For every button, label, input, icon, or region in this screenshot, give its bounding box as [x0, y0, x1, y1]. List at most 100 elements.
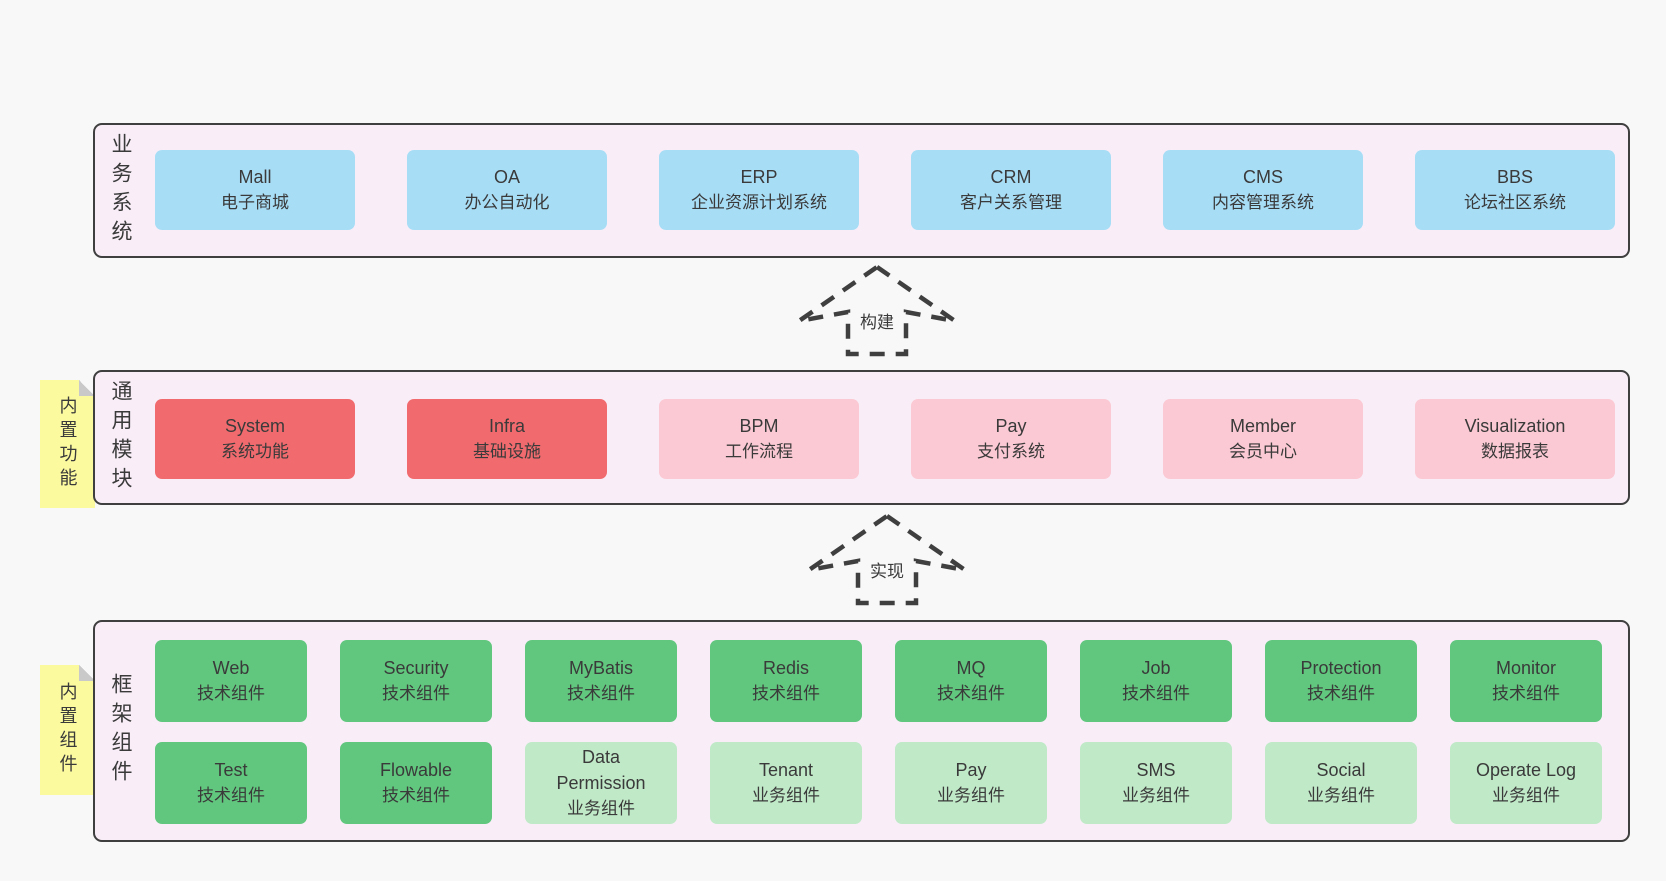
- node-mq: MQ 技术组件: [895, 640, 1047, 722]
- node-test: Test 技术组件: [155, 742, 307, 824]
- node-subtitle: 论坛社区系统: [1464, 193, 1566, 212]
- node-title: BBS: [1496, 167, 1534, 187]
- node-erp: ERP 企业资源计划系统: [659, 150, 859, 230]
- node-subtitle: 业务组件: [752, 786, 820, 805]
- framework-components-label: 框架组件: [109, 673, 132, 789]
- node-title: Member: [1229, 416, 1296, 436]
- node-title: Pay: [995, 416, 1027, 436]
- node-title: Security: [383, 658, 449, 678]
- node-monitor: Monitor 技术组件: [1450, 640, 1602, 722]
- node-data-permission: Data Permission 业务组件: [525, 742, 677, 824]
- up-arrow-icon: [807, 513, 967, 606]
- node-title: Job: [1141, 658, 1171, 678]
- node-subtitle: 办公自动化: [464, 193, 550, 212]
- node-title: Infra: [488, 416, 526, 436]
- framework-components-container: 框架组件 Web 技术组件 Security 技术组件 MyBatis 技术组件…: [93, 620, 1630, 842]
- framework-components-row-2: Test 技术组件 Flowable 技术组件 Data Permission …: [155, 742, 1602, 824]
- node-sms: SMS 业务组件: [1080, 742, 1232, 824]
- framework-components-row-1: Web 技术组件 Security 技术组件 MyBatis 技术组件 Redi…: [155, 640, 1602, 722]
- node-subtitle: 支付系统: [977, 442, 1045, 461]
- node-title: Test: [214, 760, 248, 780]
- implement-arrow: 实现: [802, 512, 972, 607]
- node-infra: Infra 基础设施: [407, 399, 607, 479]
- up-arrow-icon: [797, 264, 957, 357]
- node-mybatis: MyBatis 技术组件: [525, 640, 677, 722]
- node-web: Web 技术组件: [155, 640, 307, 722]
- node-system: System 系统功能: [155, 399, 355, 479]
- node-title: CRM: [990, 167, 1032, 187]
- business-systems-container: 业务系统 Mall 电子商城 OA 办公自动化 ERP 企业资源计划系统 CRM…: [93, 123, 1630, 258]
- common-modules-label: 通用模块: [109, 379, 132, 496]
- node-subtitle: 技术组件: [382, 786, 450, 805]
- node-subtitle: 技术组件: [937, 684, 1005, 703]
- common-modules-row: System 系统功能 Infra 基础设施 BPM 工作流程 Pay 支付系统…: [155, 399, 1615, 479]
- node-subtitle: 业务组件: [937, 786, 1005, 805]
- node-subtitle: 客户关系管理: [960, 193, 1062, 212]
- node-subtitle: 技术组件: [1307, 684, 1375, 703]
- node-bbs: BBS 论坛社区系统: [1415, 150, 1615, 230]
- node-operate-log: Operate Log 业务组件: [1450, 742, 1602, 824]
- node-subtitle: 技术组件: [197, 684, 265, 703]
- node-subtitle: 工作流程: [725, 442, 793, 461]
- node-bpm: BPM 工作流程: [659, 399, 859, 479]
- node-visualization: Visualization 数据报表: [1415, 399, 1615, 479]
- node-security: Security 技术组件: [340, 640, 492, 722]
- node-title: Mall: [238, 167, 272, 187]
- node-crm: CRM 客户关系管理: [911, 150, 1111, 230]
- implement-arrow-label: 实现: [867, 562, 907, 582]
- fold-corner-icon: [79, 380, 95, 396]
- node-subtitle: 基础设施: [473, 442, 541, 461]
- node-subtitle: 技术组件: [752, 684, 820, 703]
- node-subtitle: 企业资源计划系统: [691, 193, 827, 212]
- node-title: CMS: [1243, 167, 1283, 187]
- node-pay-component: Pay 业务组件: [895, 742, 1047, 824]
- node-oa: OA 办公自动化: [407, 150, 607, 230]
- node-title: System: [224, 416, 285, 436]
- common-modules-container: 通用模块 System 系统功能 Infra 基础设施 BPM 工作流程 Pay…: [93, 370, 1630, 505]
- sticky-note-label: 内置功能: [57, 396, 78, 492]
- fold-corner-icon: [79, 665, 95, 681]
- node-title: BPM: [739, 416, 779, 436]
- build-arrow-label: 构建: [857, 313, 897, 333]
- node-pay: Pay 支付系统: [911, 399, 1111, 479]
- node-subtitle: 技术组件: [1122, 684, 1190, 703]
- node-title: OA: [493, 167, 520, 187]
- business-systems-row: Mall 电子商城 OA 办公自动化 ERP 企业资源计划系统 CRM 客户关系…: [155, 150, 1615, 230]
- node-mall: Mall 电子商城: [155, 150, 355, 230]
- node-subtitle: 业务组件: [1307, 786, 1375, 805]
- node-title: Data Permission: [556, 747, 646, 793]
- node-title: MQ: [956, 658, 986, 678]
- node-job: Job 技术组件: [1080, 640, 1232, 722]
- node-social: Social 业务组件: [1265, 742, 1417, 824]
- node-subtitle: 电子商城: [221, 193, 289, 212]
- business-systems-label: 业务系统: [109, 132, 132, 249]
- node-title: Tenant: [758, 760, 814, 780]
- sticky-note-label: 内置组件: [57, 682, 78, 778]
- node-title: Web: [212, 658, 250, 678]
- node-subtitle: 业务组件: [567, 799, 635, 818]
- build-arrow: 构建: [792, 263, 962, 358]
- node-subtitle: 业务组件: [1122, 786, 1190, 805]
- node-title: Social: [1316, 760, 1366, 780]
- node-title: Flowable: [379, 760, 453, 780]
- node-title: Protection: [1300, 658, 1382, 678]
- node-subtitle: 会员中心: [1229, 442, 1297, 461]
- node-protection: Protection 技术组件: [1265, 640, 1417, 722]
- node-title: Monitor: [1495, 658, 1557, 678]
- node-subtitle: 技术组件: [567, 684, 635, 703]
- node-subtitle: 技术组件: [197, 786, 265, 805]
- node-redis: Redis 技术组件: [710, 640, 862, 722]
- node-member: Member 会员中心: [1163, 399, 1363, 479]
- node-subtitle: 数据报表: [1481, 442, 1549, 461]
- node-subtitle: 内容管理系统: [1212, 193, 1314, 212]
- node-title: ERP: [740, 167, 778, 187]
- node-subtitle: 系统功能: [221, 442, 289, 461]
- node-tenant: Tenant 业务组件: [710, 742, 862, 824]
- sticky-note-builtin-components: 内置组件: [40, 665, 95, 795]
- node-subtitle: 技术组件: [1492, 684, 1560, 703]
- node-title: MyBatis: [568, 658, 633, 678]
- node-subtitle: 业务组件: [1492, 786, 1560, 805]
- node-title: Pay: [955, 760, 987, 780]
- node-cms: CMS 内容管理系统: [1163, 150, 1363, 230]
